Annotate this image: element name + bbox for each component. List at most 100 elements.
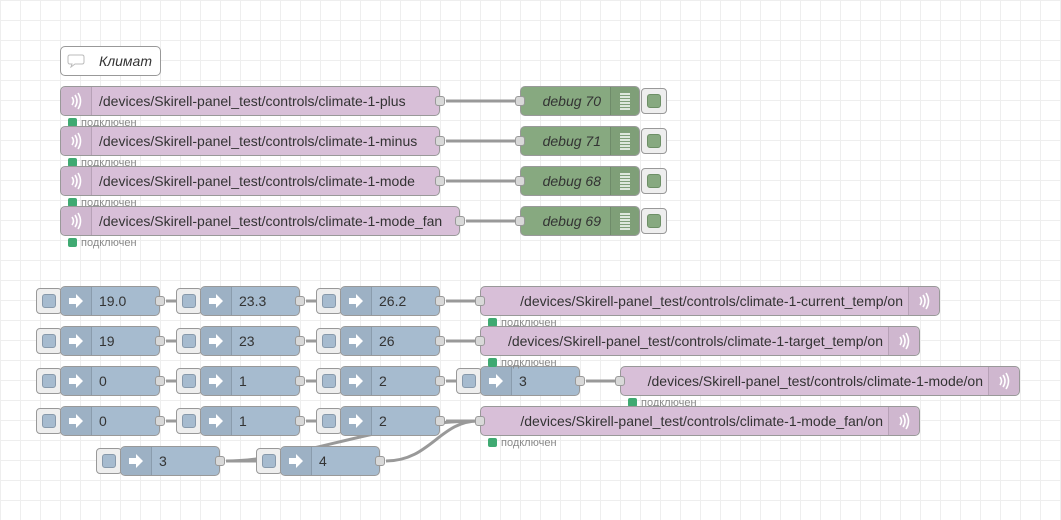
inject-trigger-button[interactable] bbox=[96, 448, 122, 474]
inject-trigger-button[interactable] bbox=[36, 288, 62, 314]
input-port[interactable] bbox=[515, 216, 525, 226]
debug-node[interactable]: debug 68 bbox=[515, 166, 640, 196]
input-port[interactable] bbox=[475, 336, 485, 346]
mqtt-in-node[interactable]: /devices/Skirell-panel_test/controls/cli… bbox=[60, 86, 445, 116]
inject-label: 1 bbox=[239, 413, 247, 429]
output-port[interactable] bbox=[295, 296, 305, 306]
debug-toggle-button[interactable] bbox=[641, 208, 667, 234]
output-port[interactable] bbox=[455, 216, 465, 226]
inject-node[interactable]: 26.2 bbox=[340, 286, 445, 316]
inject-label: 23 bbox=[239, 333, 255, 349]
input-port[interactable] bbox=[515, 176, 525, 186]
status-dot bbox=[68, 238, 77, 247]
input-port[interactable] bbox=[615, 376, 625, 386]
mqtt-out-node[interactable]: /devices/Skirell-panel_test/controls/cli… bbox=[615, 366, 1020, 396]
mqtt-in-node[interactable]: /devices/Skirell-panel_test/controls/cli… bbox=[60, 206, 465, 236]
output-port[interactable] bbox=[295, 416, 305, 426]
debug-toggle-button[interactable] bbox=[641, 128, 667, 154]
inject-node[interactable]: 0 bbox=[60, 366, 165, 396]
mqtt-topic: /devices/Skirell-panel_test/controls/cli… bbox=[99, 93, 406, 109]
debug-toggle-button[interactable] bbox=[641, 168, 667, 194]
output-port[interactable] bbox=[575, 376, 585, 386]
mqtt-out-node[interactable]: /devices/Skirell-panel_test/controls/cli… bbox=[475, 406, 920, 436]
inject-node[interactable]: 19 bbox=[60, 326, 165, 356]
inject-node[interactable]: 19.0 bbox=[60, 286, 165, 316]
output-port[interactable] bbox=[435, 296, 445, 306]
output-port[interactable] bbox=[375, 456, 385, 466]
inject-trigger-button[interactable] bbox=[316, 288, 342, 314]
comment-label: Климат bbox=[99, 53, 152, 69]
inject-trigger-button[interactable] bbox=[176, 288, 202, 314]
inject-node[interactable]: 2 bbox=[340, 406, 445, 436]
mqtt-wave-icon bbox=[61, 207, 92, 235]
arrow-in-icon bbox=[61, 367, 92, 395]
inject-trigger-button[interactable] bbox=[176, 368, 202, 394]
inject-label: 19 bbox=[99, 333, 115, 349]
output-port[interactable] bbox=[435, 96, 445, 106]
debug-node[interactable]: debug 69 bbox=[515, 206, 640, 236]
output-port[interactable] bbox=[295, 336, 305, 346]
output-port[interactable] bbox=[295, 376, 305, 386]
inject-label: 4 bbox=[319, 453, 327, 469]
inject-trigger-button[interactable] bbox=[316, 408, 342, 434]
output-port[interactable] bbox=[155, 416, 165, 426]
arrow-in-icon bbox=[61, 327, 92, 355]
debug-label: debug 69 bbox=[542, 213, 601, 229]
mqtt-out-node[interactable]: /devices/Skirell-panel_test/controls/cli… bbox=[475, 326, 920, 356]
status-dot bbox=[488, 318, 497, 327]
inject-trigger-button[interactable] bbox=[316, 368, 342, 394]
debug-node[interactable]: debug 71 bbox=[515, 126, 640, 156]
output-port[interactable] bbox=[435, 176, 445, 186]
mqtt-in-node[interactable]: /devices/Skirell-panel_test/controls/cli… bbox=[60, 126, 445, 156]
arrow-in-icon bbox=[341, 367, 372, 395]
inject-node[interactable]: 0 bbox=[60, 406, 165, 436]
inject-node[interactable]: 1 bbox=[200, 366, 305, 396]
inject-trigger-button[interactable] bbox=[456, 368, 482, 394]
comment-node[interactable]: Климат bbox=[60, 46, 161, 76]
status-dot bbox=[488, 358, 497, 367]
inject-node[interactable]: 23.3 bbox=[200, 286, 305, 316]
inject-trigger-button[interactable] bbox=[36, 328, 62, 354]
arrow-in-icon bbox=[61, 287, 92, 315]
output-port[interactable] bbox=[215, 456, 225, 466]
output-port[interactable] bbox=[155, 376, 165, 386]
output-port[interactable] bbox=[435, 376, 445, 386]
status-connected: подключен bbox=[488, 438, 557, 449]
input-port[interactable] bbox=[515, 96, 525, 106]
arrow-in-icon bbox=[341, 407, 372, 435]
inject-trigger-button[interactable] bbox=[256, 448, 282, 474]
debug-toggle-button[interactable] bbox=[641, 88, 667, 114]
output-port[interactable] bbox=[435, 336, 445, 346]
output-port[interactable] bbox=[435, 416, 445, 426]
inject-node[interactable]: 1 bbox=[200, 406, 305, 436]
mqtt-in-node[interactable]: /devices/Skirell-panel_test/controls/cli… bbox=[60, 166, 445, 196]
status-connected: подключен bbox=[68, 238, 137, 249]
input-port[interactable] bbox=[475, 296, 485, 306]
mqtt-out-node[interactable]: /devices/Skirell-panel_test/controls/cli… bbox=[475, 286, 940, 316]
output-port[interactable] bbox=[155, 336, 165, 346]
mqtt-wave-icon bbox=[988, 367, 1019, 395]
debug-list-icon bbox=[610, 167, 639, 195]
output-port[interactable] bbox=[155, 296, 165, 306]
inject-node[interactable]: 3 bbox=[120, 446, 225, 476]
inject-node[interactable]: 26 bbox=[340, 326, 445, 356]
arrow-in-icon bbox=[201, 407, 232, 435]
inject-trigger-button[interactable] bbox=[176, 328, 202, 354]
inject-node[interactable]: 4 bbox=[280, 446, 385, 476]
inject-trigger-button[interactable] bbox=[36, 368, 62, 394]
inject-trigger-button[interactable] bbox=[36, 408, 62, 434]
input-port[interactable] bbox=[515, 136, 525, 146]
mqtt-wave-icon bbox=[888, 327, 919, 355]
inject-label: 0 bbox=[99, 413, 107, 429]
inject-label: 3 bbox=[519, 373, 527, 389]
inject-node[interactable]: 3 bbox=[480, 366, 585, 396]
inject-trigger-button[interactable] bbox=[316, 328, 342, 354]
inject-trigger-button[interactable] bbox=[176, 408, 202, 434]
mqtt-topic: /devices/Skirell-panel_test/controls/cli… bbox=[507, 333, 883, 349]
input-port[interactable] bbox=[475, 416, 485, 426]
output-port[interactable] bbox=[435, 136, 445, 146]
inject-node[interactable]: 23 bbox=[200, 326, 305, 356]
debug-node[interactable]: debug 70 bbox=[515, 86, 640, 116]
inject-node[interactable]: 2 bbox=[340, 366, 445, 396]
